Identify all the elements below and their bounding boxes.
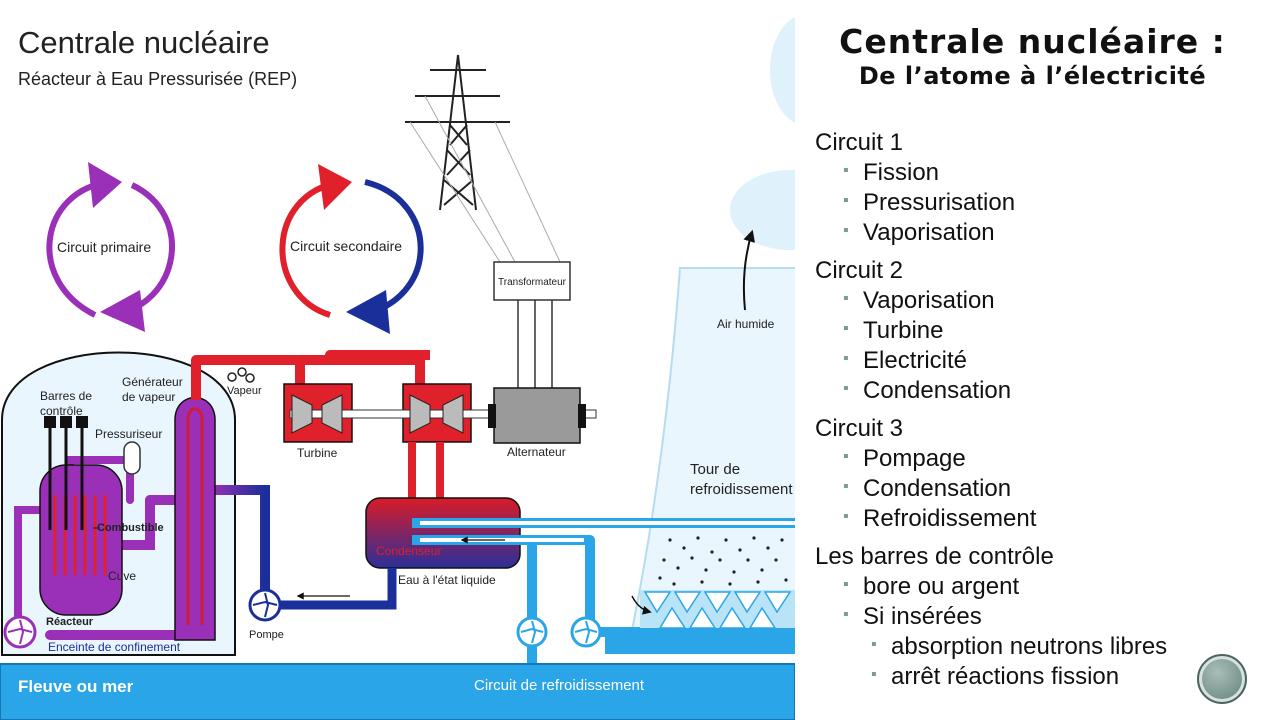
circuit-secondaire-arrow-top [318,164,352,210]
section-circuit-1: Circuit 1 [815,129,904,156]
primary-pump-vanes [7,619,33,645]
cloud-top [770,17,795,123]
sub-list-item: arrêt réactions fission [815,660,1275,692]
diagram-subtitle: Réacteur à Eau Pressurisée (REP) [18,69,297,89]
exhaust-pipes [408,442,444,500]
fleuve-label: Fleuve ou mer [18,677,134,696]
transformateur-box [493,261,571,301]
condenseur [365,497,521,569]
circuit-secondaire-arrow-bottom [346,290,390,334]
barres-controle-heads [44,416,88,428]
tower-inlet-arrow [631,595,652,615]
list-item: Fission [815,156,1275,188]
fleuve-bar [0,663,795,720]
pressuriseur [123,441,141,475]
alternateur [493,387,581,444]
outline: Circuit 1 Fission Pressurisation Vaporis… [815,128,1275,700]
diagram-title: Centrale nucléaire [18,25,270,60]
turbine-blades [291,394,464,434]
alternateur-cap-right [578,404,586,428]
circuit-3-items: Pompage Condensation Refroidissement [815,442,1275,534]
barres-items: bore ou argent Si insérées absorption ne… [815,570,1275,692]
primary-pump [3,615,37,649]
panel-title: Centrale nucléaire : [839,22,1226,61]
list-item: Vaporisation [815,284,1275,316]
generateur-label-line2: de vapeur [122,390,175,404]
list-item: Si insérées [815,600,1275,632]
reacteur-label: Réacteur [46,616,94,628]
pompe-secondaire [248,588,282,622]
tour-label-line2: refroidissement [690,481,793,498]
list-item: Vaporisation [815,216,1275,248]
air-humide-arrow [742,229,755,311]
pompe-refroidissement-vanes [520,620,598,644]
cooling-droplets [658,536,788,586]
vapeur-label: Vapeur [227,385,262,397]
steam-pipes [191,350,430,400]
turbine-label: Turbine [297,446,338,460]
circuit-secondaire-label: Circuit secondaire [290,238,402,254]
transformateur-wires [517,300,553,388]
section-circuit-3: Circuit 3 [815,415,904,442]
list-item: Pressurisation [815,186,1275,218]
air-humide-label: Air humide [717,317,775,331]
pressuriseur-label: Pressuriseur [95,427,162,441]
list-item: Refroidissement [815,502,1275,534]
cloud-mid [730,170,795,250]
generateur-inner [186,407,204,625]
barres-label-line1: Barres de [40,389,92,403]
list-item: Condensation [815,374,1275,406]
list-item: Condensation [815,472,1275,504]
generateur-label-line1: Générateur [122,375,183,389]
vapeur-bubbles [227,367,255,383]
enceinte-label: Enceinte de confinement [48,640,181,654]
barres-controle [48,420,84,530]
condenseur-label: Condenseur [376,544,441,558]
panel-subtitle: De l’atome à l’électricité [858,62,1207,90]
barres-label-line2: contrôle [40,404,83,418]
list-item: Pompage [815,442,1275,474]
alternateur-cap-left [488,404,496,428]
circuit-2-items: Vaporisation Turbine Electricité Condens… [815,284,1275,406]
section-barres: Les barres de contrôle [815,543,1054,570]
pylon [405,54,561,263]
transformateur-label: Transformateur [498,277,567,288]
circuit-primaire-arrow-bottom [100,290,145,332]
sub-list-item: absorption neutrons libres [815,630,1275,662]
pompe-label: Pompe [249,629,284,641]
pompe-refroidissement-1 [516,616,548,648]
circuit-refroidissement-label: Circuit de refroidissement [474,677,645,694]
slide-nav-button[interactable] [1197,654,1247,704]
alternateur-label: Alternateur [507,445,566,459]
packing-triangles [643,591,792,629]
pompe-secondaire-vanes [252,592,278,618]
list-item: Electricité [815,344,1275,376]
eau-liquide-label: Eau à l'état liquide [398,573,496,587]
summary-panel: Centrale nucléaire : De l’atome à l’élec… [795,0,1280,720]
condensate-pipe [278,568,397,610]
circuit-primaire-label: Circuit primaire [57,239,151,255]
tour-label-line1: Tour de [690,461,740,478]
pompe-refroidissement-2 [570,616,602,648]
pwr-diagram: Centrale nucléaire Réacteur à Eau Pressu… [0,17,795,720]
generateur-vapeur [174,396,216,641]
combustible-label: Combustible [97,522,164,534]
section-circuit-2: Circuit 2 [815,257,904,284]
cuve-label: Cuve [108,569,136,583]
circuit-primaire-arrow-top [88,162,122,208]
list-item: Turbine [815,314,1275,346]
circuit-1-items: Fission Pressurisation Vaporisation [815,156,1275,248]
list-item: bore ou argent [815,570,1275,602]
